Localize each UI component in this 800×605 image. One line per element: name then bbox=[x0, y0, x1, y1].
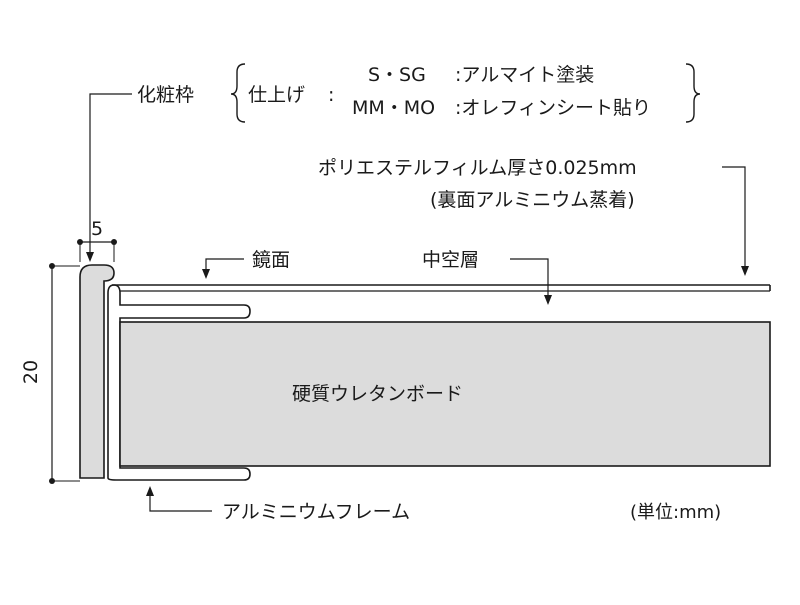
aluminum-frame-arrow bbox=[146, 486, 154, 496]
aluminum-frame-leader bbox=[149, 495, 212, 512]
polyester-film-leader bbox=[722, 166, 746, 268]
hollow-layer-arrow bbox=[544, 295, 552, 305]
finish-sg-desc: :アルマイト塗装 bbox=[455, 63, 594, 86]
decor-frame-leader bbox=[89, 93, 132, 258]
finish-label: 仕上げ bbox=[248, 84, 305, 106]
finish-bracket-right bbox=[685, 63, 701, 123]
height-dim-value: 20 bbox=[20, 360, 42, 384]
aluminum-frame-label: アルミニウムフレーム bbox=[222, 501, 410, 523]
finish-bracket-left bbox=[230, 63, 246, 123]
finish-sg-code: S・SG bbox=[368, 64, 426, 86]
decor-frame-label: 化粧枠 bbox=[137, 84, 194, 106]
decor-frame-arrow bbox=[86, 252, 94, 262]
hollow-layer-leader bbox=[510, 258, 549, 296]
unit-note: (単位:mm) bbox=[630, 502, 721, 523]
width-dim-value: 5 bbox=[91, 218, 103, 240]
urethane-board-label: 硬質ウレタンボード bbox=[292, 383, 463, 405]
urethane-board bbox=[119, 321, 771, 467]
polyester-film-arrow bbox=[741, 266, 749, 276]
polyester-film-note: (裏面アルミニウム蒸着) bbox=[430, 189, 635, 211]
decor-frame-bar bbox=[79, 264, 115, 479]
hollow-layer-label: 中空層 bbox=[422, 249, 479, 271]
finish-mm-code: MM・MO bbox=[352, 97, 435, 119]
finish-mm-desc: :オレフィンシート貼り bbox=[455, 97, 651, 119]
mirror-surface-label: 鏡面 bbox=[252, 249, 290, 271]
polyester-film-label: ポリエステルフィルム厚さ0.025mm bbox=[318, 157, 637, 179]
mirror-surface-leader bbox=[205, 258, 244, 270]
mirror-surface-arrow bbox=[202, 269, 210, 279]
finish-colon: : bbox=[328, 84, 334, 106]
